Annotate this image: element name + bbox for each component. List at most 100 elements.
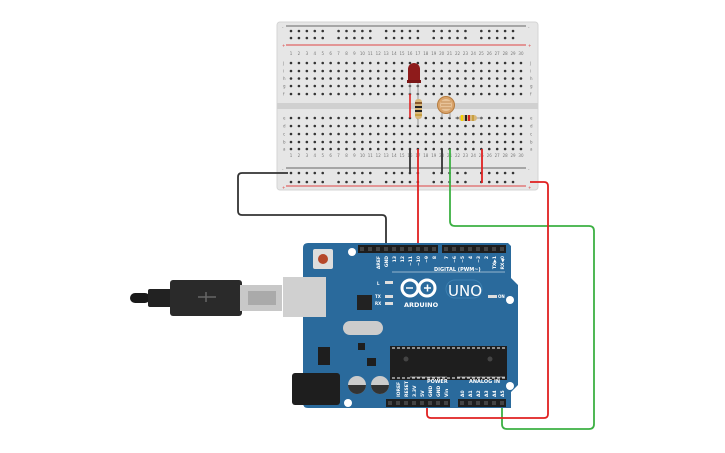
breadboard-hole[interactable] xyxy=(376,61,380,65)
breadboard-hole[interactable] xyxy=(400,124,404,128)
breadboard-hole[interactable] xyxy=(392,92,396,96)
rail-hole[interactable] xyxy=(353,171,356,175)
breadboard-hole[interactable] xyxy=(472,69,475,73)
breadboard-hole[interactable] xyxy=(487,84,491,88)
breadboard-hole[interactable] xyxy=(289,147,293,151)
breadboard-hole[interactable] xyxy=(313,77,317,80)
breadboard-hole[interactable] xyxy=(337,77,340,80)
breadboard-hole[interactable] xyxy=(440,69,443,73)
breadboard-hole[interactable] xyxy=(495,147,499,151)
breadboard-hole[interactable] xyxy=(495,61,499,65)
breadboard-hole[interactable] xyxy=(448,92,451,96)
rail-hole[interactable] xyxy=(361,36,364,40)
breadboard-hole[interactable] xyxy=(289,69,293,73)
breadboard-hole[interactable] xyxy=(432,69,436,73)
breadboard-hole[interactable] xyxy=(313,147,317,151)
breadboard-hole[interactable] xyxy=(503,77,507,80)
breadboard-hole[interactable] xyxy=(495,116,499,120)
breadboard-hole[interactable] xyxy=(392,116,396,120)
breadboard-hole[interactable] xyxy=(503,84,507,88)
rail-hole[interactable] xyxy=(464,171,467,175)
breadboard-hole[interactable] xyxy=(289,84,293,88)
breadboard-hole[interactable] xyxy=(361,116,364,120)
breadboard-hole[interactable] xyxy=(440,92,443,96)
resistor-vertical[interactable] xyxy=(415,94,422,126)
wire-a5-signal[interactable] xyxy=(449,149,595,430)
breadboard-hole[interactable] xyxy=(480,124,483,128)
rail-hole[interactable] xyxy=(321,36,325,40)
resistor-horizontal[interactable] xyxy=(455,115,482,121)
breadboard-hole[interactable] xyxy=(487,69,491,73)
breadboard-hole[interactable] xyxy=(440,124,443,128)
breadboard-hole[interactable] xyxy=(289,77,293,80)
breadboard-hole[interactable] xyxy=(337,132,340,136)
header-pin[interactable] xyxy=(388,401,392,405)
rail-hole[interactable] xyxy=(361,180,364,184)
rail-hole[interactable] xyxy=(345,36,348,40)
rail-hole[interactable] xyxy=(369,180,372,184)
breadboard-hole[interactable] xyxy=(456,140,459,144)
breadboard-hole[interactable] xyxy=(464,84,467,88)
breadboard-hole[interactable] xyxy=(472,84,475,88)
wire-5v-power[interactable] xyxy=(426,181,549,419)
breadboard-hole[interactable] xyxy=(361,132,364,136)
breadboard-hole[interactable] xyxy=(337,61,340,65)
wire-gnd-to-arduino[interactable] xyxy=(237,172,387,250)
breadboard-hole[interactable] xyxy=(297,92,301,96)
breadboard-hole[interactable] xyxy=(472,147,475,151)
breadboard-hole[interactable] xyxy=(297,147,301,151)
breadboard-hole[interactable] xyxy=(503,61,507,65)
breadboard-hole[interactable] xyxy=(464,61,467,65)
rail-hole[interactable] xyxy=(321,180,325,184)
breadboard-hole[interactable] xyxy=(456,61,459,65)
header-pin[interactable] xyxy=(424,247,428,251)
breadboard-hole[interactable] xyxy=(353,92,356,96)
breadboard-hole[interactable] xyxy=(432,92,436,96)
breadboard-hole[interactable] xyxy=(369,77,372,80)
header-pin[interactable] xyxy=(420,401,424,405)
rail-hole[interactable] xyxy=(345,180,348,184)
rail-hole[interactable] xyxy=(495,29,499,33)
breadboard-hole[interactable] xyxy=(392,61,396,65)
breadboard-hole[interactable] xyxy=(297,132,301,136)
breadboard-hole[interactable] xyxy=(440,61,443,65)
breadboard-hole[interactable] xyxy=(472,61,475,65)
breadboard-hole[interactable] xyxy=(313,140,317,144)
breadboard-hole[interactable] xyxy=(495,92,499,96)
breadboard-hole[interactable] xyxy=(456,92,459,96)
breadboard-hole[interactable] xyxy=(345,116,348,120)
rail-hole[interactable] xyxy=(297,29,301,33)
header-pin[interactable] xyxy=(476,247,480,251)
breadboard-hole[interactable] xyxy=(487,116,491,120)
breadboard-hole[interactable] xyxy=(353,77,356,80)
breadboard-hole[interactable] xyxy=(376,147,380,151)
breadboard-hole[interactable] xyxy=(448,77,451,80)
rail-hole[interactable] xyxy=(289,180,293,184)
breadboard-hole[interactable] xyxy=(424,147,428,151)
breadboard-hole[interactable] xyxy=(305,92,309,96)
rail-hole[interactable] xyxy=(305,180,309,184)
rail-hole[interactable] xyxy=(289,36,293,40)
rail-hole[interactable] xyxy=(337,171,340,175)
rail-hole[interactable] xyxy=(384,171,388,175)
rail-hole[interactable] xyxy=(305,171,309,175)
breadboard-hole[interactable] xyxy=(472,132,475,136)
header-pin[interactable] xyxy=(468,247,472,251)
breadboard-hole[interactable] xyxy=(487,140,491,144)
rail-hole[interactable] xyxy=(392,36,396,40)
header-pin[interactable] xyxy=(468,401,472,405)
rail-hole[interactable] xyxy=(392,180,396,184)
breadboard-hole[interactable] xyxy=(392,147,396,151)
breadboard-hole[interactable] xyxy=(432,132,436,136)
breadboard-hole[interactable] xyxy=(400,140,404,144)
rail-hole[interactable] xyxy=(503,29,507,33)
breadboard-hole[interactable] xyxy=(376,77,380,80)
rail-hole[interactable] xyxy=(432,180,436,184)
breadboard-hole[interactable] xyxy=(519,124,523,128)
breadboard-hole[interactable] xyxy=(472,92,475,96)
breadboard-hole[interactable] xyxy=(313,84,317,88)
breadboard-hole[interactable] xyxy=(440,84,443,88)
header-pin[interactable] xyxy=(408,247,412,251)
rail-hole[interactable] xyxy=(313,29,317,33)
breadboard-hole[interactable] xyxy=(376,140,380,144)
